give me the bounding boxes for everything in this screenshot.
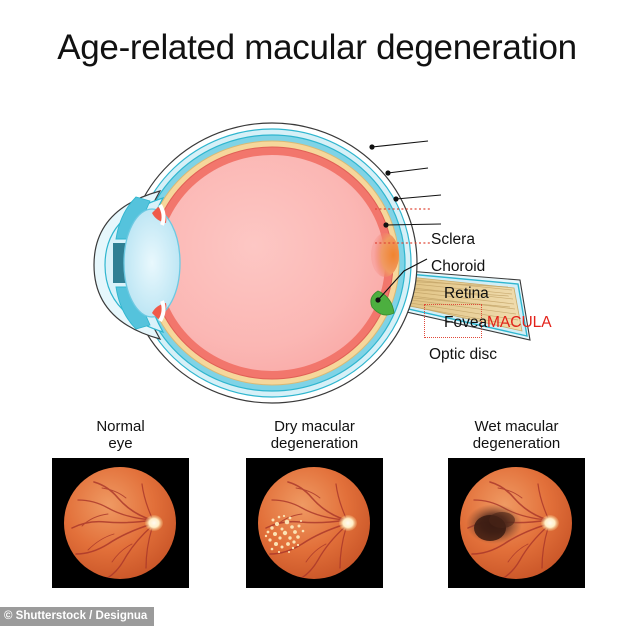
macula-guide-lines (375, 208, 430, 244)
vitreous-body (159, 155, 385, 371)
panel-wet-macular-degeneration: Wet macular degeneration (448, 418, 585, 588)
fundus-image-dry (246, 458, 383, 588)
panel-wet-caption: Wet macular degeneration (448, 418, 585, 458)
label-macula: MACULA (487, 314, 552, 331)
fovea-region (371, 233, 399, 277)
label-retina: Retina (444, 285, 489, 302)
panel-dry-caption-line2: degeneration (270, 435, 359, 452)
zonule-gap-lower (158, 300, 166, 323)
callout-anchor-dots (369, 144, 399, 303)
anterior-segment-group (93, 190, 181, 340)
zonule-gap-upper (158, 203, 166, 226)
nerve-fibers (402, 278, 520, 327)
lens (123, 208, 181, 318)
eye-cross-section-figure: Sclera Choroid Retina Fovea MACULA Optic… (0, 95, 634, 405)
callout-leader-lines (371, 140, 442, 301)
panel-dry-macular-degeneration: Dry macular degeneration (246, 418, 383, 588)
drusen-cluster (264, 514, 305, 554)
label-fovea: Fovea (444, 314, 488, 331)
label-choroid: Choroid (431, 258, 486, 275)
page-title: Age-related macular degeneration (57, 28, 577, 67)
fundus-panels-row: Normal eye (0, 418, 634, 608)
panel-normal-caption: Normal eye (52, 418, 189, 458)
fundus-image-wet (448, 458, 585, 588)
label-sclera: Sclera (431, 231, 475, 248)
panel-wet-caption-line1: Wet macular (474, 418, 559, 435)
eye-diagram-svg (93, 122, 531, 404)
panel-dry-caption: Dry macular degeneration (246, 418, 383, 458)
panel-dry-caption-line1: Dry macular (274, 418, 355, 435)
panel-normal-eye: Normal eye (52, 418, 189, 588)
optic-disc-region (370, 290, 395, 316)
macular-hemorrhage (466, 504, 522, 544)
fundus-image-normal (52, 458, 189, 588)
panel-normal-caption-line1: Normal (96, 418, 145, 435)
label-optic-disc: Optic disc (429, 346, 498, 363)
panel-wet-caption-line2: degeneration (472, 435, 561, 452)
watermark-attribution: © Shutterstock / Designua (0, 607, 155, 626)
panel-normal-caption-line2: eye (108, 435, 133, 452)
macula-highlight-box (424, 304, 482, 338)
